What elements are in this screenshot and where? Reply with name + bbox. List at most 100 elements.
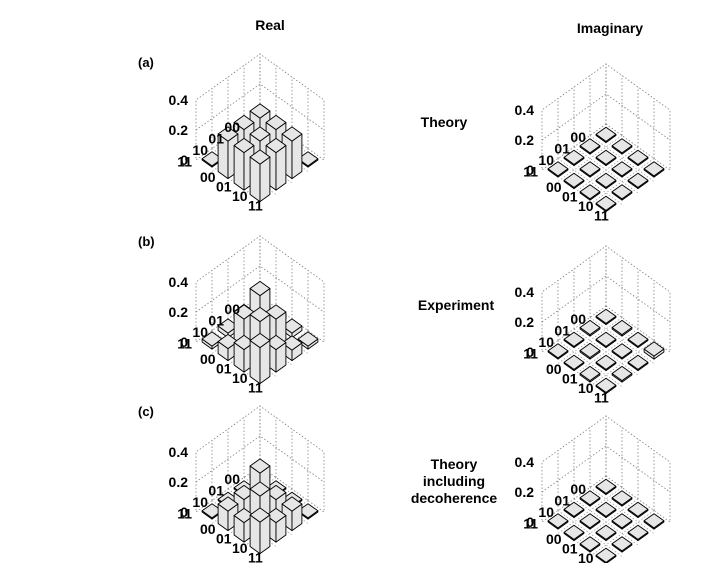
bar-top	[547, 343, 569, 359]
bar-top	[611, 319, 633, 336]
row-label-theory-decoherence-1: Theory	[431, 456, 478, 472]
row-tick-label: 10	[192, 142, 208, 158]
bar-top	[643, 161, 665, 177]
bar-top	[643, 513, 665, 529]
bar	[563, 172, 585, 190]
col-tick-label: 00	[546, 361, 562, 377]
row-tick-label: 01	[208, 130, 224, 146]
row-tick-label: 11	[523, 345, 538, 361]
col-tick-label: 10	[232, 188, 248, 204]
bar-top	[563, 331, 585, 347]
floor-gridline	[589, 317, 655, 364]
bar	[595, 547, 617, 563]
col-tick-label: 01	[216, 530, 232, 546]
bar-top	[595, 331, 617, 347]
bar-top	[563, 501, 585, 517]
bar-top	[265, 304, 287, 320]
bar	[579, 365, 601, 383]
bar-top	[611, 343, 633, 359]
bar	[643, 161, 665, 178]
bar-face	[259, 156, 271, 203]
bar	[265, 334, 287, 373]
bar	[249, 332, 271, 385]
row-tick-label: 00	[224, 301, 240, 317]
bar	[595, 501, 617, 519]
column-title-real: Real	[255, 17, 285, 33]
bar-face	[249, 156, 261, 203]
col-tick-label: 10	[232, 540, 248, 556]
bar	[563, 354, 585, 372]
floor-gridline	[589, 158, 655, 205]
bar	[595, 149, 617, 167]
bar-top	[579, 365, 601, 382]
bar-top	[249, 306, 271, 323]
bar-top	[249, 507, 271, 523]
floor-gridline	[573, 328, 639, 376]
bar-top	[579, 184, 601, 200]
bar	[595, 308, 617, 326]
bar	[595, 331, 617, 349]
bar	[579, 536, 601, 553]
bar-top	[249, 458, 271, 474]
z-tick-label: 0.4	[515, 102, 535, 118]
z-tick-label: 0.4	[169, 92, 189, 108]
bar-top	[627, 501, 649, 517]
col-tick-label: 11	[248, 379, 263, 395]
bar	[579, 490, 601, 507]
bar-top	[579, 319, 601, 336]
bar	[627, 354, 649, 372]
col-tick-label: 01	[562, 540, 578, 556]
bar	[611, 536, 633, 553]
col-tick-label: 10	[232, 370, 248, 386]
col-tick-label: 01	[562, 370, 578, 386]
bar-top	[595, 149, 617, 165]
bar-top	[595, 308, 617, 324]
bar	[579, 138, 601, 155]
bar-face	[275, 145, 287, 191]
bar-top	[627, 524, 649, 540]
bar	[249, 507, 271, 555]
bar-top	[595, 172, 617, 188]
col-tick-label: 11	[248, 549, 263, 563]
back-wall-grid	[195, 53, 261, 161]
bar-top	[643, 341, 665, 357]
row-tick-label: 01	[208, 482, 224, 498]
z-tick-label: 0.4	[169, 274, 189, 290]
row-label-theory: Theory	[421, 114, 468, 130]
bar-top	[611, 490, 633, 506]
bar	[579, 342, 601, 360]
bar-top	[627, 331, 649, 347]
back-wall-grid	[541, 63, 607, 171]
bar	[281, 335, 303, 362]
row-label-theory-decoherence-3: decoherence	[411, 490, 498, 506]
bar	[611, 319, 633, 337]
z-tick-label: 0.2	[515, 314, 535, 330]
floor-gridline	[573, 498, 639, 546]
floor-gridline	[589, 340, 655, 387]
row-tick-label: 01	[554, 492, 570, 508]
back-wall-grid	[605, 63, 671, 171]
col-tick-label: 01	[562, 188, 578, 204]
bar	[595, 126, 617, 144]
bar-top	[595, 377, 617, 393]
bar	[547, 161, 569, 178]
bar-top	[265, 507, 287, 524]
z-tick-label: 0	[526, 344, 534, 360]
bar	[563, 501, 585, 519]
bar-top	[281, 335, 303, 351]
bar-top	[297, 331, 319, 347]
col-tick-label: 11	[594, 389, 609, 405]
bar	[611, 161, 633, 178]
col-tick-label: 00	[200, 521, 216, 537]
bar-top	[217, 496, 239, 512]
z-tick-label: 0	[526, 162, 534, 178]
bar-top	[595, 126, 617, 142]
bar-top	[595, 547, 617, 563]
bar	[595, 195, 617, 213]
col-tick-label: 01	[216, 178, 232, 194]
bar-top	[249, 149, 271, 165]
column-title-imaginary: Imaginary	[577, 20, 643, 36]
row-tick-label: 01	[554, 322, 570, 338]
